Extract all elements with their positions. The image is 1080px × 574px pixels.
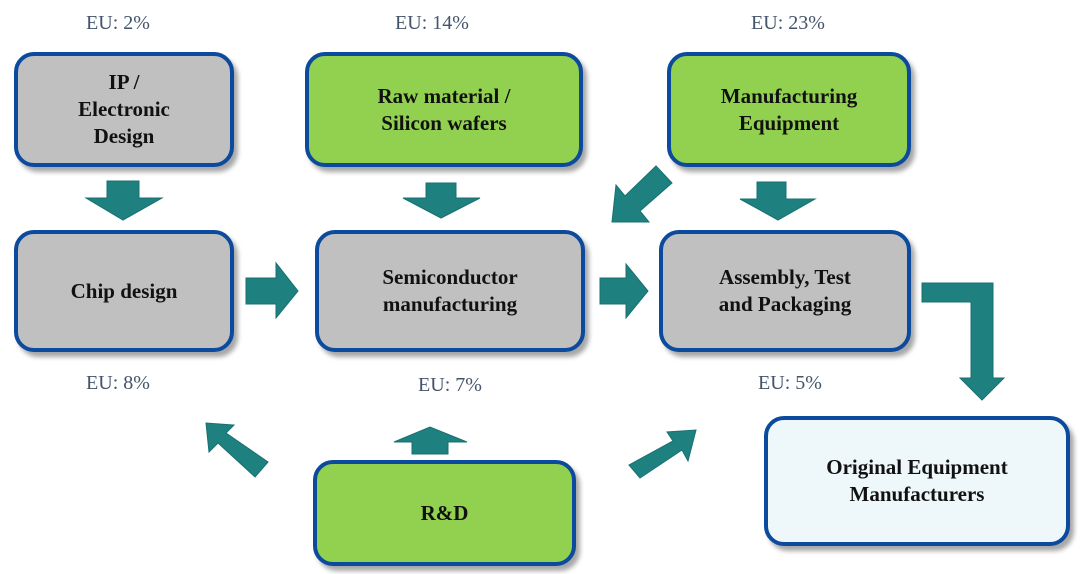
node-label: Original Equipment Manufacturers [826,455,1008,506]
arrow-up-left-icon [205,422,269,478]
eu-share-chip-design: EU: 8% [86,372,150,394]
eu-share-ip: EU: 2% [86,12,150,34]
arrow-right-icon [245,261,299,320]
node-label: Semiconductor manufacturing [382,265,518,316]
node-label: Manufacturing Equipment [720,83,858,135]
node-label: Raw material / Silicon wafers [377,83,511,135]
node-label: Assembly, Test and Packaging [718,265,852,316]
eu-share-equipment: EU: 23% [751,12,825,34]
node-rd: R&D [313,460,576,566]
eu-share-raw-material: EU: 14% [395,12,469,34]
eu-share-semiconductor: EU: 7% [418,374,482,396]
node-manufacturing-equipment: Manufacturing Equipment [667,52,911,167]
arrow-down-icon [402,182,481,219]
arrow-diagonal-icon [611,165,673,223]
node-label: R&D [420,500,469,525]
arrow-down-icon [84,180,164,221]
node-ip-electronic-design: IP / Electronic Design [14,52,234,167]
node-chip-design: Chip design [14,230,234,352]
node-oem: Original Equipment Manufacturers [764,416,1070,546]
arrow-up-right-icon [628,429,697,479]
eu-share-assembly: EU: 5% [758,372,822,394]
arrow-down-icon [739,181,817,221]
node-label: Chip design [70,278,178,303]
arrow-up-icon [393,426,468,455]
node-semiconductor-manufacturing: Semiconductor manufacturing [315,230,585,352]
arrow-right-icon [599,262,649,320]
node-assembly-test-packaging: Assembly, Test and Packaging [659,230,911,352]
node-raw-material: Raw material / Silicon wafers [305,52,583,167]
arrow-elbow-icon [921,282,1006,401]
node-label: IP / Electronic Design [78,70,170,148]
